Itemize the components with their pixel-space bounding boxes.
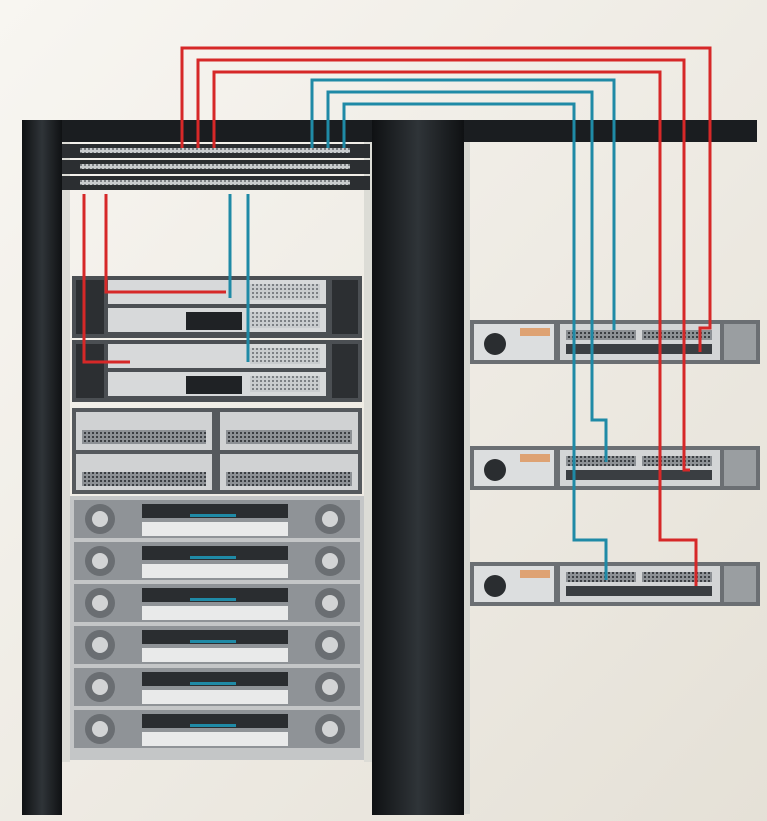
chassis-io-block bbox=[186, 376, 242, 394]
chassis-vent bbox=[250, 284, 320, 300]
cable-red bbox=[180, 46, 712, 352]
storage-shelf bbox=[74, 542, 360, 580]
cable-red bbox=[196, 58, 690, 472]
server-3 bbox=[470, 562, 760, 606]
chassis-vent bbox=[250, 348, 320, 364]
cable-teal bbox=[310, 78, 616, 330]
cable-red bbox=[212, 70, 698, 586]
io-module-vent bbox=[82, 472, 206, 486]
chassis-psu-left bbox=[76, 344, 104, 398]
fabric-chassis-lower bbox=[72, 340, 362, 402]
io-module-vent bbox=[82, 430, 206, 444]
left-rack bbox=[22, 120, 757, 815]
cable-teal bbox=[342, 102, 608, 580]
storage-shelf bbox=[74, 710, 360, 748]
switch-port-strip bbox=[80, 148, 350, 153]
chassis-vent bbox=[250, 312, 320, 328]
switch-port-strip bbox=[80, 164, 350, 169]
chassis-psu-left bbox=[76, 280, 104, 334]
chassis-vent bbox=[250, 376, 320, 392]
cable-teal bbox=[326, 90, 608, 462]
left-rack-right-post bbox=[372, 120, 464, 815]
io-modules bbox=[72, 408, 362, 494]
storage-shelves bbox=[70, 496, 364, 760]
chassis-psu-right bbox=[332, 280, 358, 334]
storage-shelf bbox=[74, 668, 360, 706]
server-2 bbox=[470, 446, 760, 490]
storage-shelf bbox=[74, 584, 360, 622]
switch-port-strip bbox=[80, 180, 350, 185]
fabric-chassis-upper bbox=[72, 276, 362, 338]
right-rack-rail bbox=[464, 142, 470, 814]
cable-red bbox=[104, 194, 226, 294]
storage-shelf bbox=[74, 626, 360, 664]
chassis-psu-right bbox=[332, 344, 358, 398]
server-1 bbox=[470, 320, 760, 364]
left-rack-left-post bbox=[22, 120, 62, 815]
cables bbox=[82, 46, 712, 586]
io-module-vent bbox=[226, 430, 352, 444]
io-module-vent bbox=[226, 472, 352, 486]
left-rack-inner-rail-left bbox=[62, 142, 70, 762]
switch-stack bbox=[62, 144, 370, 190]
storage-shelf bbox=[74, 500, 360, 538]
cable-red bbox=[82, 194, 130, 364]
left-rack-inner-rail-right bbox=[364, 142, 372, 762]
chassis-io-block bbox=[186, 312, 242, 330]
right-rack bbox=[464, 142, 760, 814]
